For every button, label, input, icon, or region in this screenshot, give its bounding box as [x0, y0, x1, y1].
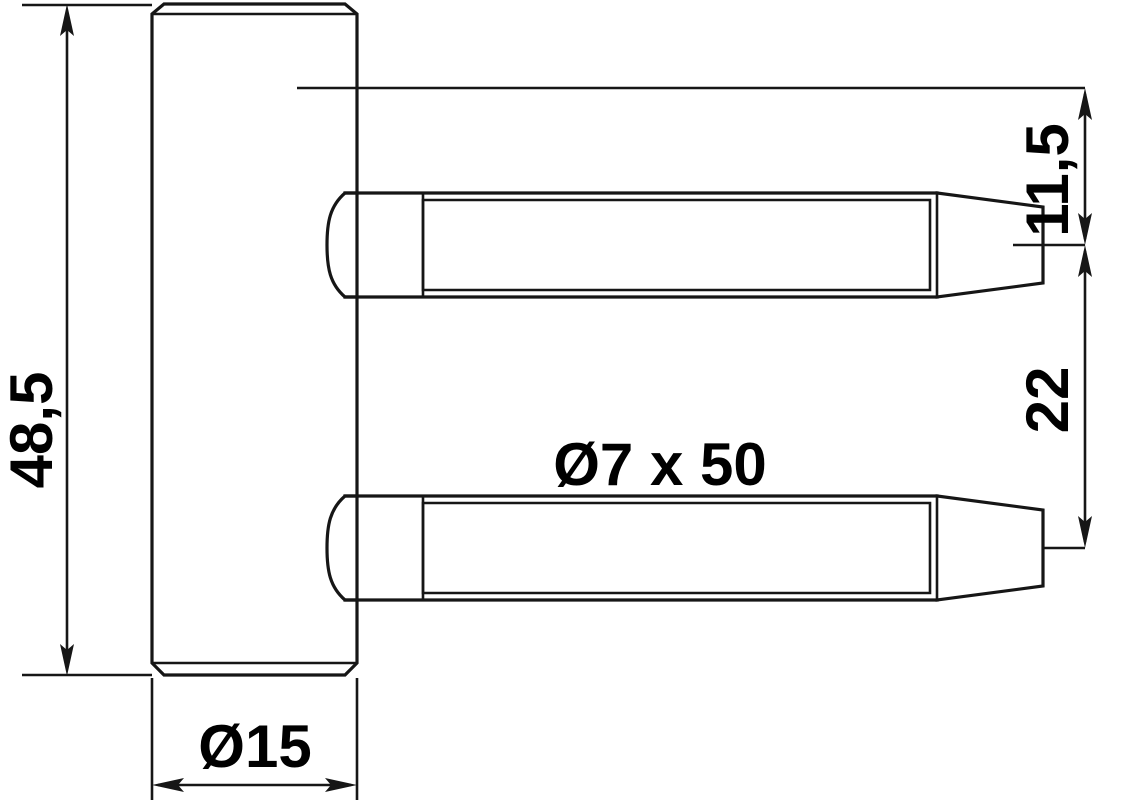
dimension-label-pin-spacing: 22 [1014, 367, 1081, 434]
arrow-down-icon [1078, 213, 1092, 245]
dimension-plate-diameter: Ø15 [152, 713, 357, 792]
plate-body [150, 2, 359, 677]
lower-pin [325, 494, 1045, 602]
upper-pin [325, 191, 1045, 299]
pin-spec-label: Ø7 x 50 [553, 431, 767, 498]
arrow-up-icon [1078, 88, 1092, 120]
dimension-label-height: 48,5 [0, 372, 65, 489]
arrow-up-icon [60, 4, 74, 36]
arrow-left-icon [152, 778, 184, 792]
arrow-up-icon [1078, 245, 1092, 277]
arrow-right-icon [325, 778, 357, 792]
arrow-down-icon [60, 644, 74, 676]
dimension-label-top-offset: 11,5 [1014, 123, 1081, 236]
dimension-top-offset: 11,5 [1014, 88, 1092, 245]
dimension-label-width: Ø15 [198, 713, 311, 780]
dimension-pin-spacing: 22 [1014, 245, 1092, 548]
annotation-pin-spec: Ø7 x 50 [553, 431, 767, 498]
arrow-down-icon [1078, 516, 1092, 548]
extension-lines [22, 3, 1085, 800]
dimension-overall-height: 48,5 [0, 4, 74, 676]
